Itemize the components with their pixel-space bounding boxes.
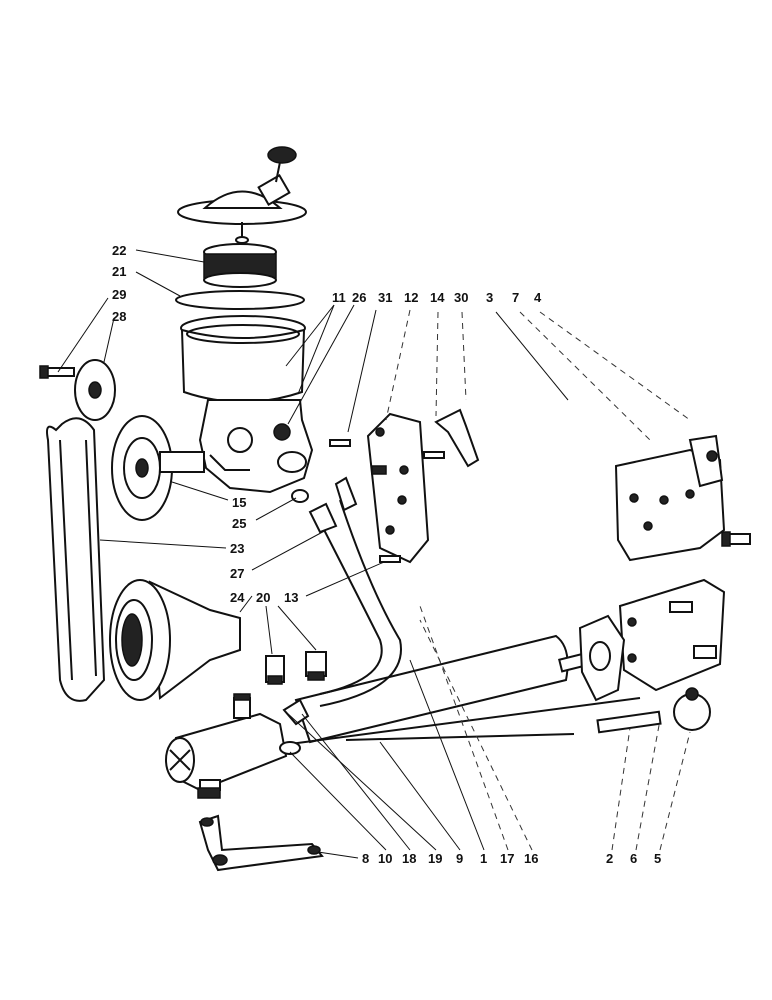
control-valve [165,693,310,799]
callout-19: 19 [428,851,442,866]
callout-14: 14 [430,290,445,305]
callout-8: 8 [362,851,369,866]
callout-18: 18 [402,851,416,866]
callout-2: 2 [606,851,613,866]
callout-21: 21 [112,264,126,279]
filter-element [203,243,277,288]
steering-arm [198,814,324,872]
callout-15: 15 [232,495,246,510]
callout-6: 6 [630,851,637,866]
callout-11: 11 [332,290,346,305]
mounting-bracket-plate [329,412,430,564]
callout-1: 1 [480,851,487,866]
union-fittings [265,651,327,685]
reservoir-lid [177,146,307,244]
callout-17: 17 [500,851,514,866]
callout-28: 28 [112,309,126,324]
callout-26: 26 [352,290,366,305]
lower-chassis-bracket [618,578,726,692]
callout-27: 27 [230,566,244,581]
callout-22: 22 [112,243,126,258]
drive-belt-inner [59,439,97,681]
callout-16: 16 [524,851,538,866]
small-bracket [423,408,480,468]
tie-rods [279,687,711,755]
callout-7: 7 [512,290,519,305]
callout-24: 24 [230,590,245,605]
callout-labels: 22 21 29 28 11 26 31 12 14 30 3 7 4 15 2… [112,243,661,866]
callout-3: 3 [486,290,493,305]
callout-31: 31 [378,290,392,305]
pump-body [198,399,314,494]
callout-9: 9 [456,851,463,866]
callout-23: 23 [230,541,244,556]
pulley-boss [39,359,116,421]
callout-30: 30 [454,290,468,305]
upper-chassis-bracket [614,434,751,562]
ram-cylinder [294,614,626,744]
crank-pulley [109,579,241,701]
callout-4: 4 [534,290,542,305]
callout-13: 13 [284,590,298,605]
drive-belt [46,417,106,702]
seal-ring [175,290,305,310]
hydraulic-hoses [291,476,402,707]
callout-12: 12 [404,290,418,305]
pump-pulley [111,415,205,521]
leader-lines [57,249,691,859]
callout-20: 20 [256,590,270,605]
reservoir-bowl [180,315,306,403]
callout-29: 29 [112,287,126,302]
callout-25: 25 [232,516,246,531]
callout-10: 10 [378,851,392,866]
callout-5: 5 [654,851,661,866]
